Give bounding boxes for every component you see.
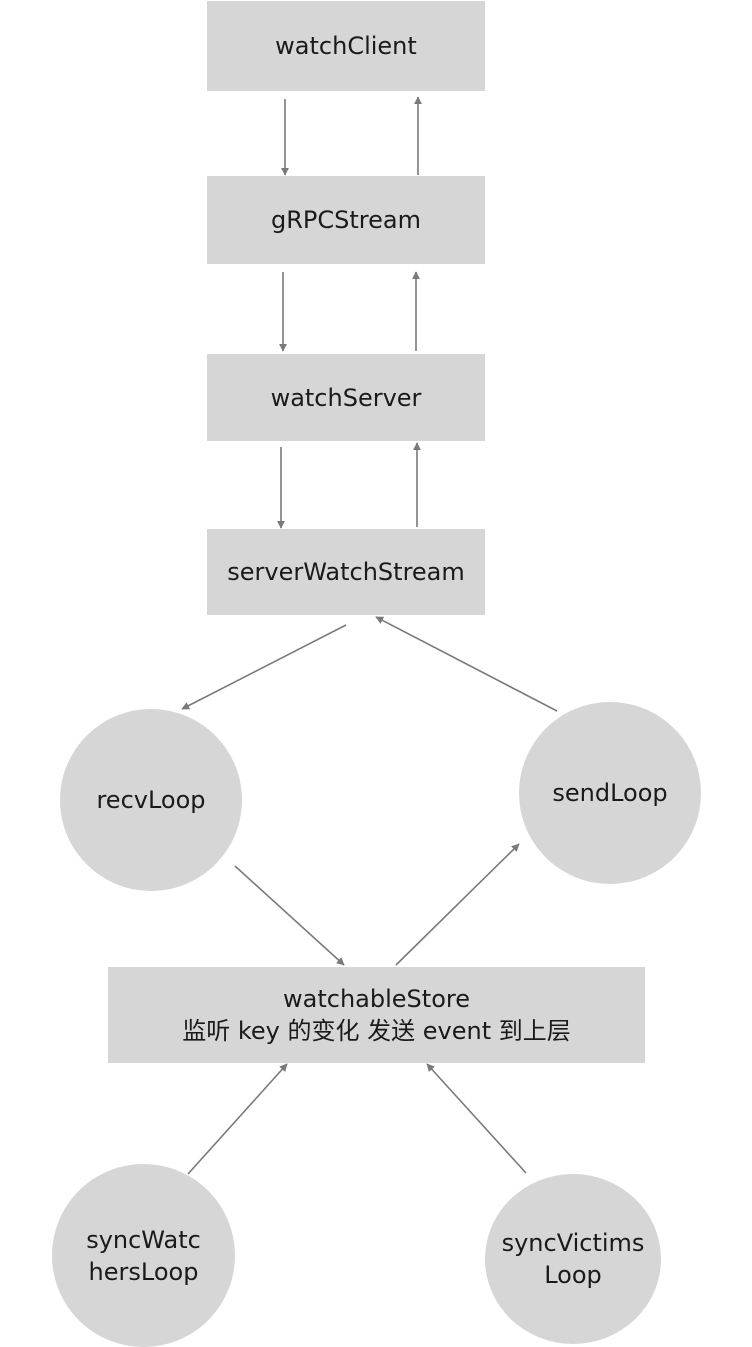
watch-server-node: watchServer (207, 354, 485, 441)
recv-loop-label: recvLoop (96, 786, 206, 814)
arrow-recvloop-to-watchablestore (234, 865, 345, 966)
server-watch-stream-node: serverWatchStream (207, 529, 485, 615)
watch-client-label: watchClient (275, 32, 417, 60)
watchable-store-description: 监听 key 的变化 发送 event 到上层 (182, 1017, 571, 1045)
arrow-syncwatchersloop-to-watchablestore (187, 1063, 288, 1175)
sync-victims-loop-label-line2: Loop (544, 1261, 602, 1289)
sync-victims-loop-node: syncVictims Loop (485, 1174, 661, 1344)
grpc-stream-node: gRPCStream (207, 176, 485, 264)
sync-watchers-loop-label-line1: syncWatc (86, 1225, 201, 1254)
watchable-store-node: watchableStore 监听 key 的变化 发送 event 到上层 (108, 967, 645, 1063)
sync-watchers-loop-node: syncWatc hersLoop (52, 1164, 235, 1347)
server-watch-stream-label: serverWatchStream (227, 558, 465, 586)
arrow-sendloop-to-serverwatchstream (375, 616, 558, 712)
arrow-watchablestore-to-sendloop (395, 843, 520, 966)
send-loop-node: sendLoop (519, 702, 701, 884)
send-loop-label: sendLoop (552, 779, 668, 807)
recv-loop-node: recvLoop (60, 709, 242, 891)
watchable-store-title: watchableStore (283, 985, 470, 1013)
watch-client-node: watchClient (207, 1, 485, 91)
sync-victims-loop-label-line1: syncVictims (501, 1229, 645, 1257)
grpc-stream-label: gRPCStream (271, 206, 421, 234)
sync-watchers-loop-label-line2: hersLoop (88, 1257, 199, 1286)
arrow-syncvictimsloop-to-watchablestore (426, 1063, 527, 1174)
watch-server-label: watchServer (270, 383, 422, 412)
arrow-serverwatchstream-to-recvloop (181, 624, 347, 710)
